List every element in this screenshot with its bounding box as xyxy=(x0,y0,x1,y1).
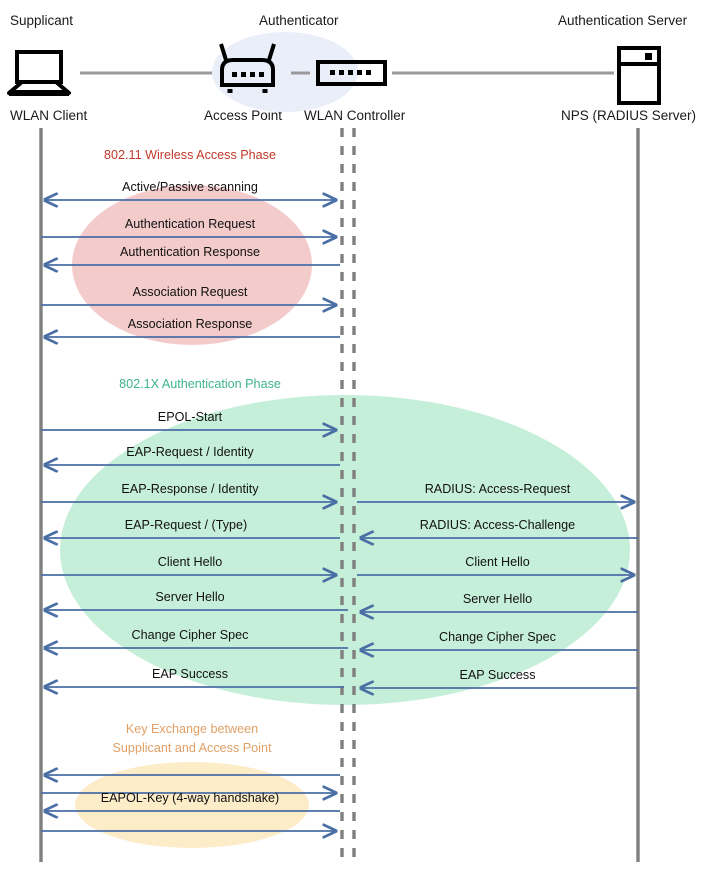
server-led xyxy=(645,53,652,60)
message-label: EAP-Request / Identity xyxy=(126,445,254,459)
phase-label-key-exchange-line1: Key Exchange between xyxy=(125,722,259,736)
message-label: Server Hello xyxy=(462,592,533,606)
message-label: Change Cipher Spec xyxy=(131,628,249,642)
message-label: RADIUS: Access-Request xyxy=(424,482,571,496)
node-label-nps-radius-server: NPS (RADIUS Server) xyxy=(561,108,697,123)
message-label: Client Hello xyxy=(465,555,530,569)
phase-ellipse-key-exchange xyxy=(75,762,309,848)
phase-ellipse-dot1x xyxy=(60,395,630,705)
message-label: Association Request xyxy=(132,285,248,299)
message-label: EAPOL-Key (4-way handshake) xyxy=(100,791,280,805)
authenticator-halo xyxy=(212,32,358,112)
switch-icon xyxy=(316,60,387,86)
message-label: Association Response xyxy=(127,317,253,331)
switch-leds xyxy=(330,70,371,75)
message-label: EAP-Request / (Type) xyxy=(124,518,248,532)
message-label: EPOL-Start xyxy=(157,410,223,424)
role-title-supplicant: Supplicant xyxy=(10,13,74,28)
server-icon xyxy=(617,46,661,105)
message-label: EAP Success xyxy=(459,668,536,682)
phase-label-dot1x-authentication: 802.1X Authentication Phase xyxy=(119,377,281,391)
phase-label-wireless-access: 802.11 Wireless Access Phase xyxy=(104,148,276,162)
role-title-authentication-server: Authentication Server xyxy=(558,13,688,28)
role-title-authenticator: Authenticator xyxy=(259,13,339,28)
message-label: Client Hello xyxy=(157,555,223,569)
laptop-icon xyxy=(7,50,71,96)
message-label: Server Hello xyxy=(155,590,225,604)
message-label: Authentication Request xyxy=(124,217,256,231)
phase-label-key-exchange-line2: Supplicant and Access Point xyxy=(112,741,272,755)
access-point-icon xyxy=(219,43,276,93)
node-label-wlan-controller: WLAN Controller xyxy=(304,108,406,123)
message-label: Authentication Response xyxy=(119,245,261,259)
message-label: EAP-Response / Identity xyxy=(121,482,259,496)
node-label-wlan-client: WLAN Client xyxy=(10,108,88,123)
node-label-access-point: Access Point xyxy=(204,108,283,123)
message-label: Change Cipher Spec xyxy=(439,630,556,644)
message-label: EAP Success xyxy=(151,667,229,681)
message-label: RADIUS: Access-Challenge xyxy=(419,518,576,532)
message-label: Active/Passive scanning xyxy=(122,180,258,194)
access-point-leds xyxy=(232,72,264,77)
